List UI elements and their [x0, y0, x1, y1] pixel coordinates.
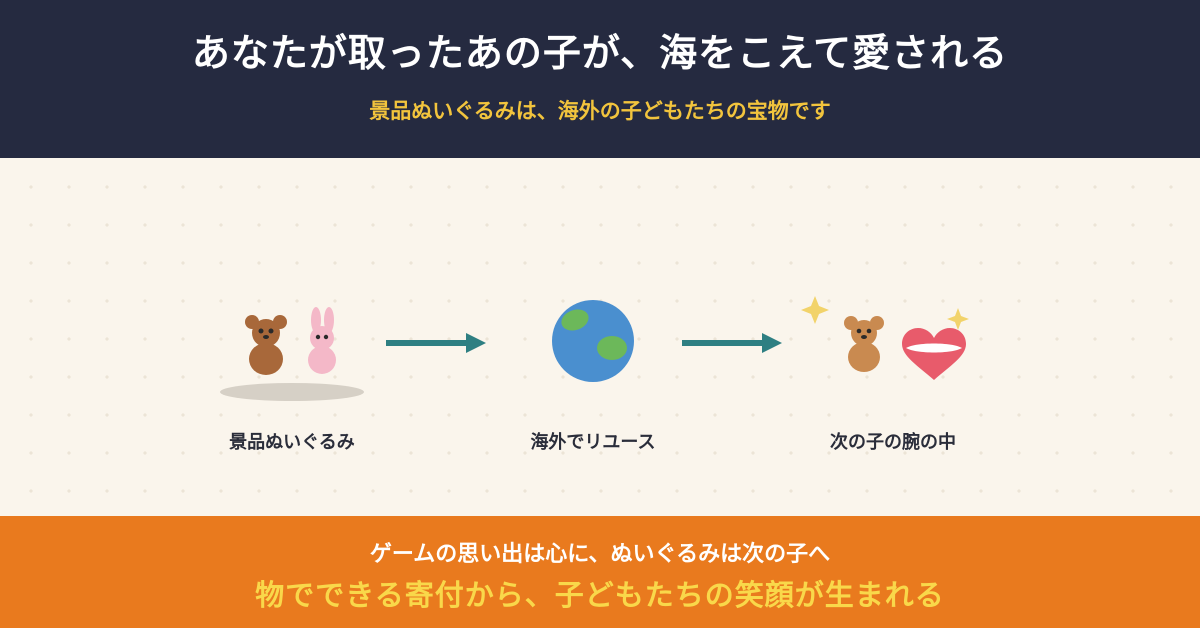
- step-label-reuse: 海外でリユース: [530, 432, 656, 453]
- plush-toys-icon: [220, 307, 364, 401]
- bunny-plush-icon: [308, 307, 336, 374]
- sparkle-icon: [947, 308, 969, 330]
- bear-with-heart-icon: [801, 296, 969, 380]
- arrow-right-icon: [386, 333, 486, 353]
- page-title: あなたが取ったあの子が、海をこえて愛される: [191, 31, 1009, 75]
- bear-plush-icon: [245, 315, 287, 375]
- flow-illustration: [220, 296, 969, 401]
- footer-banner: ゲームの思い出は心に、ぬいぐるみは次の子へ 物でできる寄付から、子どもたちの笑顔…: [0, 516, 1200, 628]
- globe-icon: [552, 300, 634, 382]
- page-subtitle: 景品ぬいぐるみは、海外の子どもたちの宝物です: [369, 99, 831, 123]
- bear-plush-icon: [844, 316, 884, 372]
- arrow-right-icon: [682, 333, 782, 353]
- heart-icon: [902, 328, 966, 380]
- footer-tagline: 物でできる寄付から、子どもたちの笑顔が生まれる: [255, 578, 945, 612]
- flow-section: 景品ぬいぐるみ 海外でリユース 次の子の腕の中: [0, 158, 1200, 516]
- sparkle-icon: [801, 296, 829, 324]
- step-label-plush: 景品ぬいぐるみ: [229, 432, 355, 453]
- step-label-next-child: 次の子の腕の中: [830, 432, 956, 453]
- header-banner: あなたが取ったあの子が、海をこえて愛される 景品ぬいぐるみは、海外の子どもたちの…: [0, 0, 1200, 158]
- footer-message: ゲームの思い出は心に、ぬいぐるみは次の子へ: [369, 542, 831, 567]
